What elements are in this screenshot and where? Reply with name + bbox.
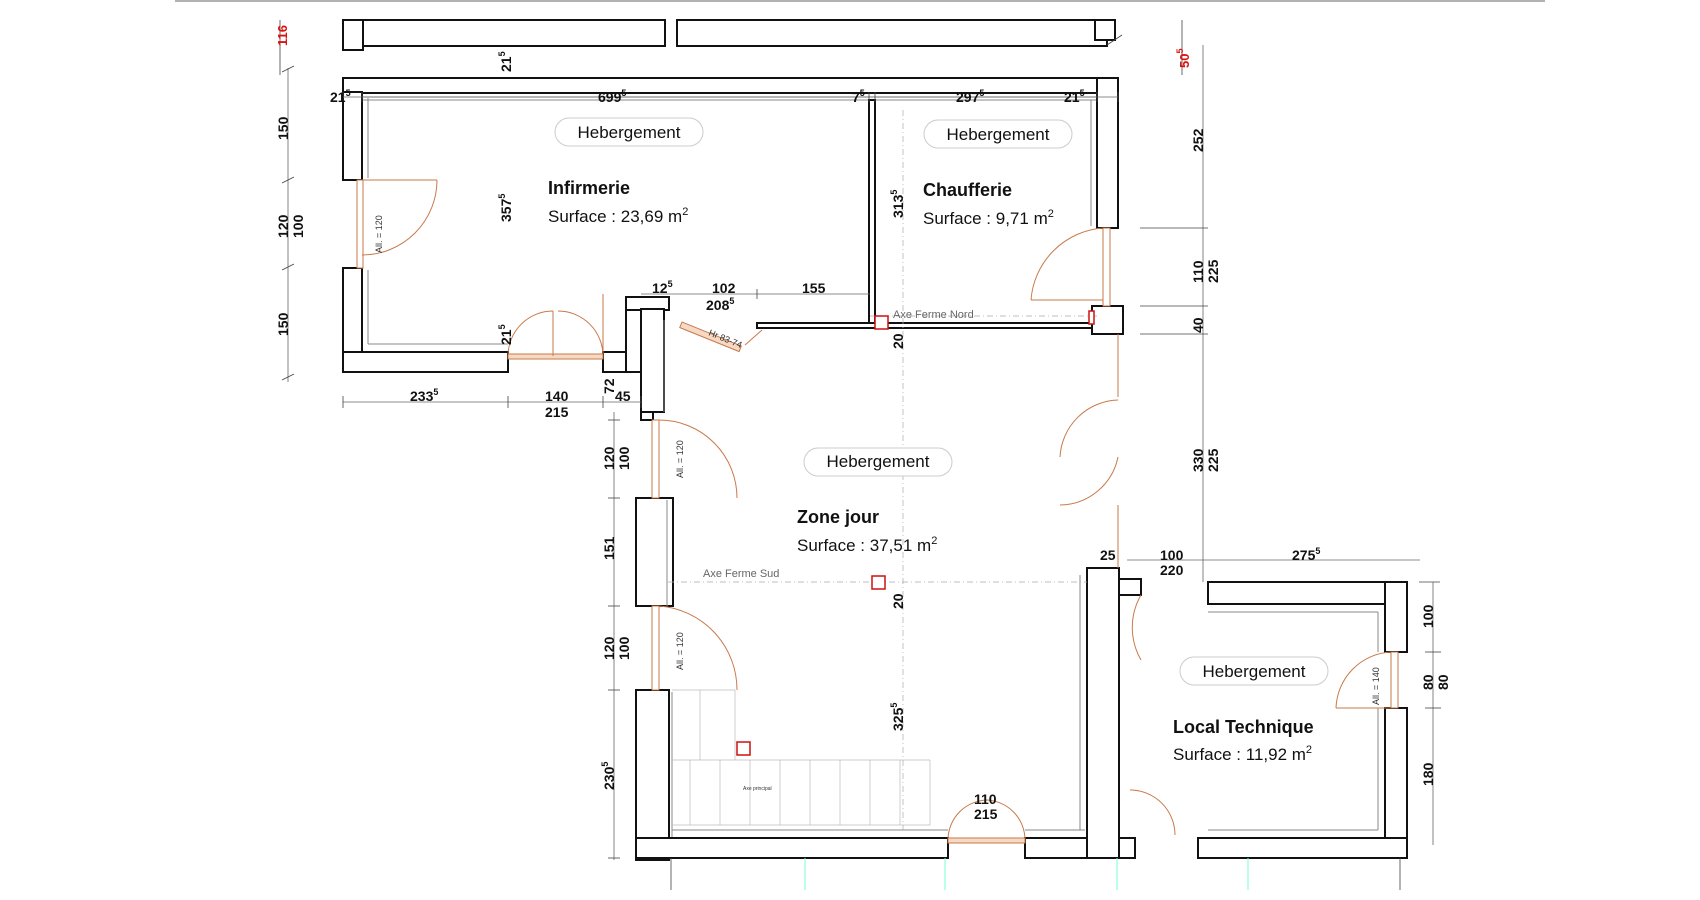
dim-v-24: 225 bbox=[1205, 448, 1221, 472]
room-category: Hebergement bbox=[946, 125, 1049, 144]
opening-labels: All. = 120 All. = 120 All. = 120 All. = … bbox=[374, 215, 1381, 792]
category-pill bbox=[554, 117, 704, 147]
opening-label-1: All. = 120 bbox=[675, 440, 685, 478]
dim-h-8: 155 bbox=[802, 280, 826, 296]
dim-v-14: 120 bbox=[601, 446, 617, 470]
category-pill bbox=[803, 447, 953, 477]
dim-v-17: 120 bbox=[601, 636, 617, 660]
dim-v-16: 151 bbox=[601, 536, 617, 560]
room-surface: Surface : 23,69 m2 bbox=[548, 206, 688, 226]
room-local-technique: Hebergement Local Technique Surface : 11… bbox=[1173, 656, 1329, 764]
staircase bbox=[672, 689, 931, 826]
level-mark-left: 116 bbox=[275, 25, 290, 46]
dimension-lines bbox=[279, 20, 1441, 860]
room-category: Hebergement bbox=[1202, 662, 1305, 681]
dim-h-11: 215 bbox=[545, 404, 569, 420]
room-surface: Surface : 37,51 m2 bbox=[797, 535, 937, 555]
dim-h-13: 25 bbox=[1100, 547, 1116, 563]
dim-v-4: 150 bbox=[275, 312, 291, 336]
dim-h-6: 102 bbox=[712, 280, 736, 296]
room-name: Zone jour bbox=[797, 507, 879, 527]
room-name: Infirmerie bbox=[548, 178, 630, 198]
dim-h-5: 125 bbox=[652, 279, 673, 296]
axe-nord-label: Axe Ferme Nord bbox=[893, 309, 974, 321]
room-infirmerie: Hebergement Infirmerie Surface : 23,69 m… bbox=[548, 117, 704, 226]
dim-v-18: 100 bbox=[616, 636, 632, 660]
room-category: Hebergement bbox=[826, 452, 929, 471]
dim-v-3: 100 bbox=[290, 214, 306, 238]
dim-v-6: 215 bbox=[497, 324, 514, 345]
dim-v-23: 330 bbox=[1190, 448, 1206, 472]
level-mark-right: 505 bbox=[1175, 49, 1192, 68]
room-name: Chaufferie bbox=[923, 180, 1012, 200]
post-nord bbox=[874, 315, 889, 330]
opening-label-0: All. = 120 bbox=[374, 215, 384, 253]
post-sud bbox=[871, 575, 886, 590]
dim-v-0: 215 bbox=[497, 51, 514, 72]
dim-v-13: 72 bbox=[601, 378, 617, 394]
note-diagonal: Hr 83-74 bbox=[707, 328, 743, 350]
dim-v-22: 3255 bbox=[889, 703, 906, 731]
dim-h-17: 110 bbox=[974, 791, 997, 807]
dim-h-0: 215 bbox=[330, 88, 351, 105]
dim-v-5: 3575 bbox=[497, 194, 514, 222]
dim-v-7: 3135 bbox=[889, 190, 906, 218]
post-stair bbox=[736, 741, 751, 756]
dimension-labels: 215 6995 75 2975 215 125 102 2085 155 23… bbox=[275, 25, 1451, 822]
dim-v-8: 20 bbox=[890, 333, 906, 349]
dim-h-10: 140 bbox=[545, 388, 569, 404]
openings bbox=[356, 179, 1399, 844]
dim-v-25: 100 bbox=[1420, 604, 1436, 628]
dim-h-7: 2085 bbox=[706, 296, 734, 313]
dim-h-9: 2335 bbox=[410, 387, 438, 404]
room-chaufferie: Hebergement Chaufferie Surface : 9,71 m2 bbox=[923, 119, 1073, 228]
dim-h-2: 75 bbox=[852, 88, 865, 105]
room-surface: Surface : 11,92 m2 bbox=[1173, 744, 1312, 764]
dim-v-28: 180 bbox=[1420, 762, 1436, 786]
dim-v-21: 20 bbox=[890, 593, 906, 609]
dim-h-3: 2975 bbox=[956, 88, 984, 105]
dim-v-9: 252 bbox=[1190, 128, 1206, 152]
dim-h-18: 215 bbox=[974, 806, 998, 822]
opening-label-3: All. = 140 bbox=[1371, 667, 1381, 705]
dim-v-1: 150 bbox=[275, 116, 291, 140]
dim-v-26: 80 bbox=[1420, 674, 1436, 690]
dim-h-15: 220 bbox=[1160, 562, 1184, 578]
dim-v-11: 225 bbox=[1205, 259, 1221, 283]
walls bbox=[342, 19, 1408, 890]
dim-h-4: 215 bbox=[1064, 88, 1085, 105]
opening-label-2: All. = 120 bbox=[675, 632, 685, 670]
category-pill bbox=[1179, 656, 1329, 686]
structure-axes: Axe Ferme Nord Axe Ferme Sud bbox=[668, 110, 1097, 830]
room-name: Local Technique bbox=[1173, 717, 1314, 737]
dim-v-15: 100 bbox=[616, 446, 632, 470]
dim-h-14: 100 bbox=[1160, 547, 1184, 563]
dim-v-19: 2305 bbox=[600, 762, 617, 790]
post-east bbox=[1088, 310, 1095, 325]
note-stair: Axe principal bbox=[743, 786, 772, 792]
dim-h-12: 45 bbox=[615, 388, 631, 404]
room-zone-jour: Hebergement Zone jour Surface : 37,51 m2 bbox=[797, 447, 953, 555]
room-category: Hebergement bbox=[577, 123, 680, 142]
axe-sud-label: Axe Ferme Sud bbox=[703, 568, 779, 580]
dim-v-27: 80 bbox=[1435, 674, 1451, 690]
dim-h-1: 6995 bbox=[598, 88, 626, 105]
dim-v-12: 40 bbox=[1190, 317, 1206, 333]
dim-v-10: 110 bbox=[1190, 260, 1206, 283]
dim-h-16: 2755 bbox=[1292, 546, 1320, 563]
room-surface: Surface : 9,71 m2 bbox=[923, 208, 1054, 228]
dim-v-2: 120 bbox=[275, 214, 291, 238]
category-pill bbox=[923, 119, 1073, 149]
